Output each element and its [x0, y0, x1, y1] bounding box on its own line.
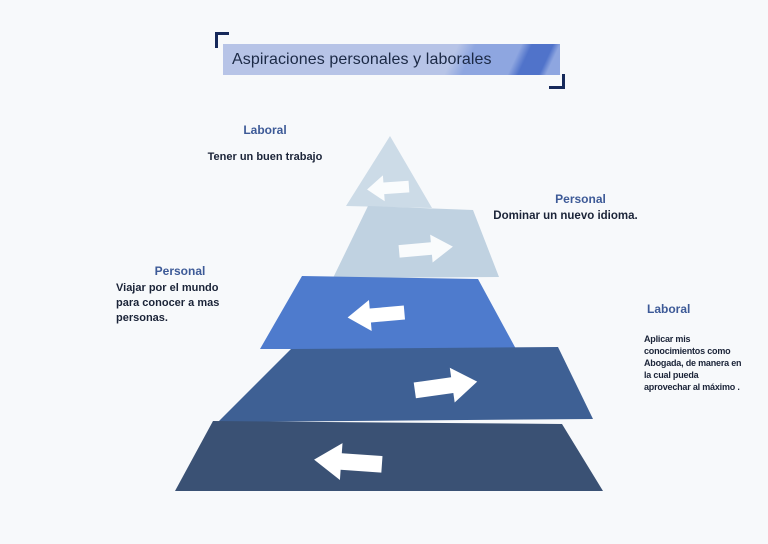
arrow-left-icon [347, 300, 406, 331]
annotation-personal-right: Personal Dominar un nuevo idioma. [478, 192, 653, 222]
arrow-right-icon [398, 234, 453, 263]
annotation-heading: Personal [154, 264, 206, 278]
annotation-personal-left: Personal Viajar por el mundo para conoce… [116, 264, 234, 326]
pyramid-level-1 [346, 136, 432, 208]
annotation-body: Tener un buen trabajo [207, 151, 323, 163]
arrow-left-icon [314, 443, 383, 480]
arrow-right-icon [413, 367, 478, 403]
annotation-laboral-top: Laboral Tener un buen trabajo [185, 123, 345, 163]
pyramid-level-5 [175, 421, 603, 491]
corner-bracket-bottom-right-icon [549, 74, 565, 89]
arrow-left-icon [367, 175, 410, 202]
annotation-body: Dominar un nuevo idioma. [493, 210, 638, 222]
pyramid-level-2 [333, 206, 499, 278]
corner-bracket-top-left-icon [215, 32, 229, 48]
annotation-body: Aplicar mis conocimientos como Abogada, … [644, 334, 742, 392]
slide-title: Aspiraciones personales y laborales [232, 50, 492, 68]
pyramid-level-4 [218, 347, 593, 422]
title-banner: Aspiraciones personales y laborales [223, 44, 560, 75]
annotation-heading: Laboral [243, 123, 287, 137]
annotation-heading: Personal [555, 192, 606, 206]
annotation-laboral-right: Laboral Aplicar mis conocimientos como A… [644, 302, 746, 393]
annotation-heading: Laboral [647, 302, 691, 316]
annotation-body: Viajar por el mundo para conocer a mas p… [116, 282, 220, 324]
